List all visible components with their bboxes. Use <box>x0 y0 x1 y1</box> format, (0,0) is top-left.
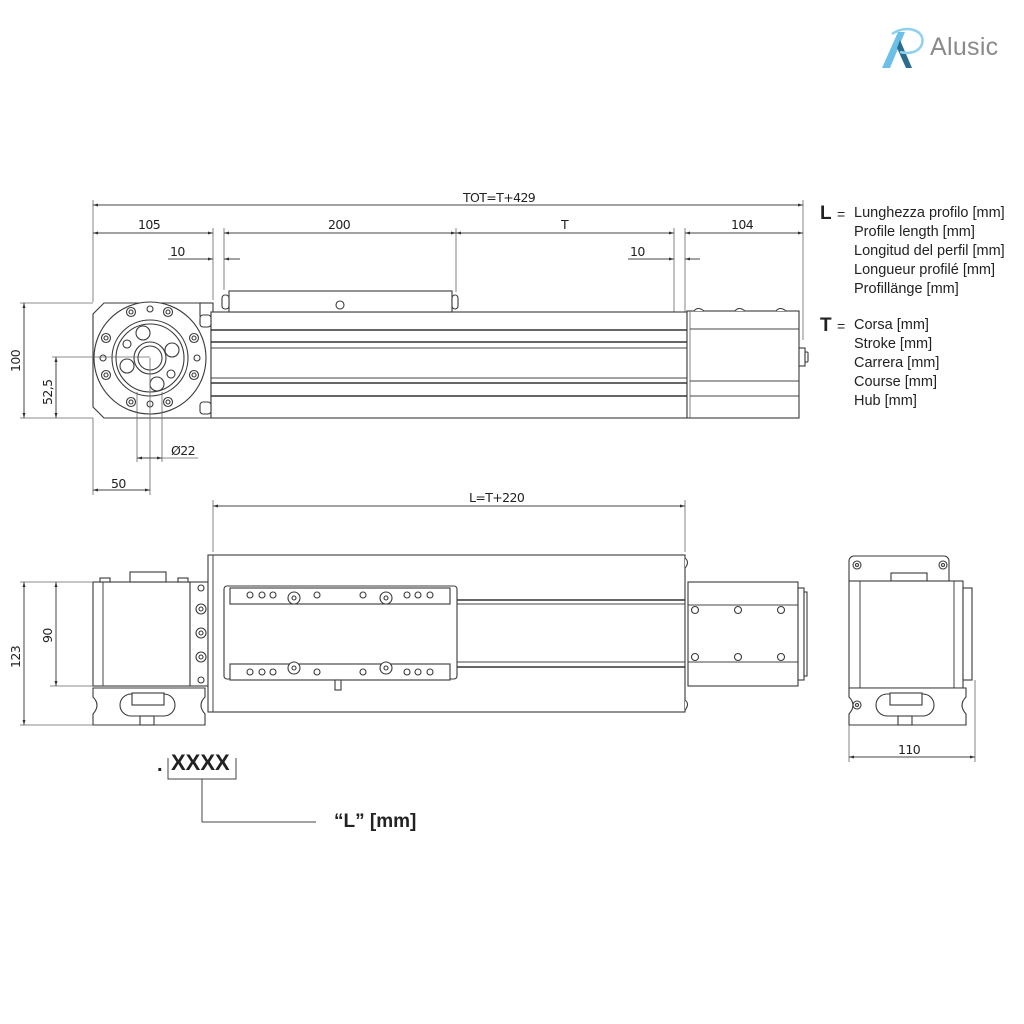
dim-gap-right: 10 <box>630 244 645 259</box>
top-view: TOT=T+429 105 200 T 104 10 10 <box>8 190 809 495</box>
dim-total: TOT=T+429 <box>462 190 536 205</box>
legend-L-line: Longueur profilé [mm] <box>854 262 996 278</box>
dim-axis-height: 52,5 <box>40 380 55 405</box>
legend-T-key: T <box>820 315 832 336</box>
legend-L-line: Lunghezza profilo [mm] <box>854 205 1005 221</box>
legend-T-line: Stroke [mm] <box>854 336 933 352</box>
brand-name: Alusic <box>930 33 999 61</box>
side-view: 110 <box>848 555 976 762</box>
order-code-placeholder: XXXX <box>171 750 230 775</box>
alusic-logo <box>878 26 1018 72</box>
dim-height: 100 <box>8 349 23 372</box>
legend-L-line: Profile length [mm] <box>854 224 975 240</box>
legend-T-line: Carrera [mm] <box>854 355 940 371</box>
alusic-a-logo-icon <box>882 27 924 68</box>
legend-T-eq: = <box>837 318 846 334</box>
legend-T-line: Corsa [mm] <box>854 317 929 333</box>
dim-carriage: 200 <box>328 217 351 232</box>
dim-overall-height: 123 <box>8 646 23 668</box>
dim-right-head: 104 <box>731 217 754 232</box>
legend-L-eq: = <box>837 206 846 222</box>
legend-T-items: Corsa [mm] Stroke [mm] Carrera [mm] Cour… <box>854 316 939 411</box>
dim-shaft-diameter: Ø22 <box>171 443 195 458</box>
dim-profile-length: L=T+220 <box>469 490 525 505</box>
order-code-label: “L” [mm] <box>334 811 417 832</box>
front-view: L=T+220 123 90 <box>8 490 808 726</box>
dim-body-height: 90 <box>40 628 55 643</box>
dim-gap-left: 10 <box>170 244 185 259</box>
legend-L-line: Longitud del perfil [mm] <box>854 243 1005 259</box>
legend-L-items: Lunghezza profilo [mm] Profile length [m… <box>854 204 1005 299</box>
dim-stroke: T <box>560 217 569 232</box>
legend-L-key: L <box>820 203 832 224</box>
legend-L-line: Profillänge [mm] <box>854 281 959 297</box>
legend-T-line: Course [mm] <box>854 374 937 390</box>
order-code-prefix: . <box>157 754 163 776</box>
dim-left-head: 105 <box>138 217 160 232</box>
dim-axis-offset: 50 <box>111 476 126 491</box>
legend-T-line: Hub [mm] <box>854 393 917 409</box>
order-code-bracket <box>167 758 316 823</box>
dim-side-width: 110 <box>898 742 921 757</box>
